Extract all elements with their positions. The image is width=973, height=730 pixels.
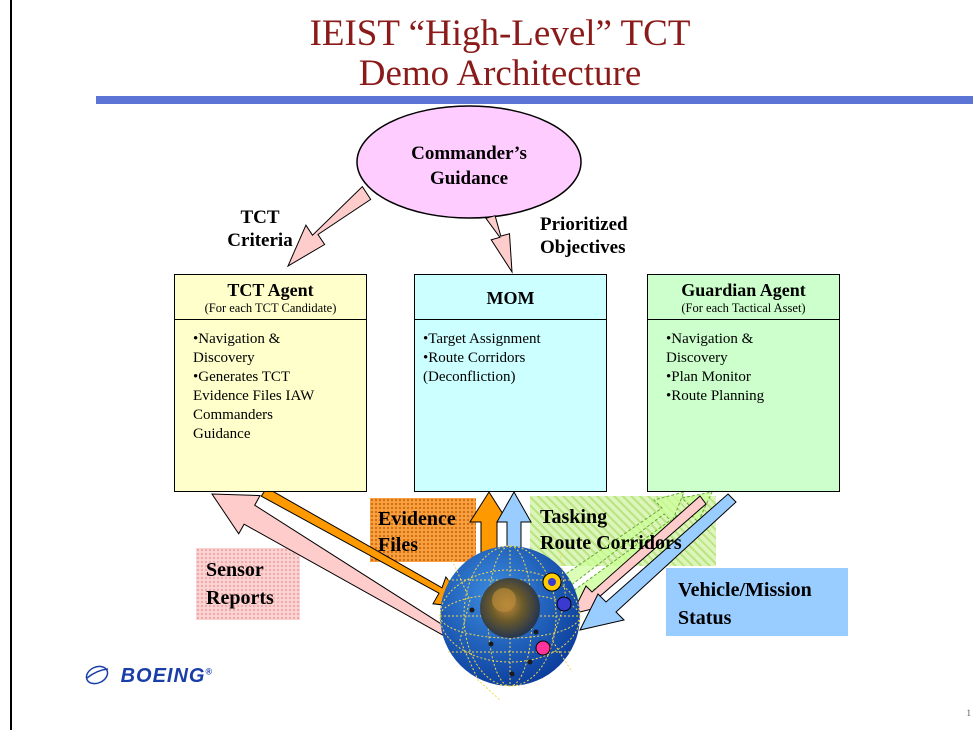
network-globe-icon — [439, 545, 581, 701]
evidence-files-label-bg — [370, 498, 476, 562]
vehicle-status-label-bg — [666, 568, 848, 636]
tasking-line2: Route Corridors — [540, 532, 682, 554]
vehicle-status-line1: Vehicle/Mission — [678, 579, 812, 601]
tct-agent-header: TCT Agent (For each TCT Candidate) — [175, 275, 366, 320]
guardian-agent-line: •Navigation & — [666, 331, 754, 347]
commanders-guidance-ellipse — [356, 105, 582, 219]
evidence-files-line1: Evidence — [378, 508, 456, 530]
vehicle-status-line2: Status — [678, 607, 732, 629]
tct-agent-subtitle: (For each TCT Candidate) — [204, 301, 337, 315]
vehicle-status-arrow — [579, 493, 737, 631]
vehicle-mission-status-label: Vehicle/Mission Status — [678, 576, 812, 632]
guardian-agent-line: •Route Planning — [666, 388, 765, 404]
prioritized-line1: Prioritized — [540, 214, 628, 235]
guardian-agent-subtitle: (For each Tactical Asset) — [681, 301, 806, 315]
mom-line: •Target Assignment — [423, 331, 541, 347]
left-border-line — [10, 0, 12, 730]
tct-agent-body: •Navigation & Discovery •Generates TCT E… — [175, 320, 366, 444]
evidence-files-label: Evidence Files — [378, 506, 456, 558]
prioritized-objectives-arrow — [485, 215, 513, 274]
mom-line: (Deconfliction) — [423, 369, 516, 385]
tasking-line1: Tasking — [540, 506, 608, 528]
prioritized-objectives-label: Prioritized Objectives — [540, 213, 628, 259]
slide-title-line1: IEIST “High-Level” TCT — [309, 13, 691, 54]
sensor-reports-label-bg — [196, 548, 300, 620]
tct-agent-line: •Navigation & — [193, 331, 281, 347]
mom-title: MOM — [486, 288, 535, 308]
guardian-agent-line: •Plan Monitor — [666, 369, 751, 385]
guidance-line1: Commander’s — [411, 143, 527, 164]
route-corridors-arrow — [559, 491, 685, 587]
tct-criteria-line2: Criteria — [227, 230, 293, 251]
page-number: 1 — [966, 708, 972, 718]
slide-title: IEIST “High-Level” TCT Demo Architecture — [240, 14, 760, 94]
guardian-agent-line: Discovery — [666, 350, 728, 366]
tct-criteria-arrow — [286, 185, 372, 268]
mom-line: •Route Corridors — [423, 350, 526, 366]
tct-agent-line: Discovery — [193, 350, 255, 366]
guardian-agent-title: Guardian Agent — [681, 280, 806, 300]
tct-criteria-label: TCT Criteria — [215, 206, 305, 252]
sensor-reports-label: Sensor Reports — [206, 556, 274, 612]
boeing-stratotype-icon — [84, 665, 117, 687]
guardian-agent-header: Guardian Agent (For each Tactical Asset) — [648, 275, 839, 320]
boeing-registered-mark: ® — [205, 666, 214, 677]
tct-agent-line: •Generates TCT — [193, 369, 291, 385]
boeing-logo-text: BOEING — [120, 665, 206, 687]
tct-criteria-line1: TCT — [240, 207, 280, 228]
tct-agent-title: TCT Agent — [227, 280, 314, 300]
tct-agent-box: TCT Agent (For each TCT Candidate) •Navi… — [174, 274, 367, 492]
tasking-route-corridors-label: Tasking Route Corridors — [540, 504, 682, 556]
mom-body: •Target Assignment •Route Corridors (Dec… — [415, 320, 606, 387]
guardian-agent-body: •Navigation & Discovery •Plan Monitor •R… — [648, 320, 839, 406]
tct-agent-line: Evidence Files IAW — [193, 388, 315, 404]
slide-title-line2: Demo Architecture — [358, 53, 642, 94]
boeing-logo: BOEING® — [84, 664, 213, 688]
guidance-line2: Guidance — [430, 168, 508, 189]
tct-agent-line: Guidance — [193, 426, 251, 442]
prioritized-line2: Objectives — [540, 237, 626, 258]
guardian-status-pink-arrow — [571, 495, 707, 615]
mom-header: MOM — [415, 275, 606, 320]
title-underline-bar — [96, 96, 973, 104]
guardian-agent-box: Guardian Agent (For each Tactical Asset)… — [647, 274, 840, 492]
tct-agent-line: Commanders — [193, 407, 273, 423]
sensor-reports-arrow — [211, 493, 459, 643]
evidence-files-line2: Files — [378, 534, 418, 556]
sensor-reports-line2: Reports — [206, 587, 274, 609]
sensor-reports-line1: Sensor — [206, 559, 264, 581]
mom-box: MOM •Target Assignment •Route Corridors … — [414, 274, 607, 492]
